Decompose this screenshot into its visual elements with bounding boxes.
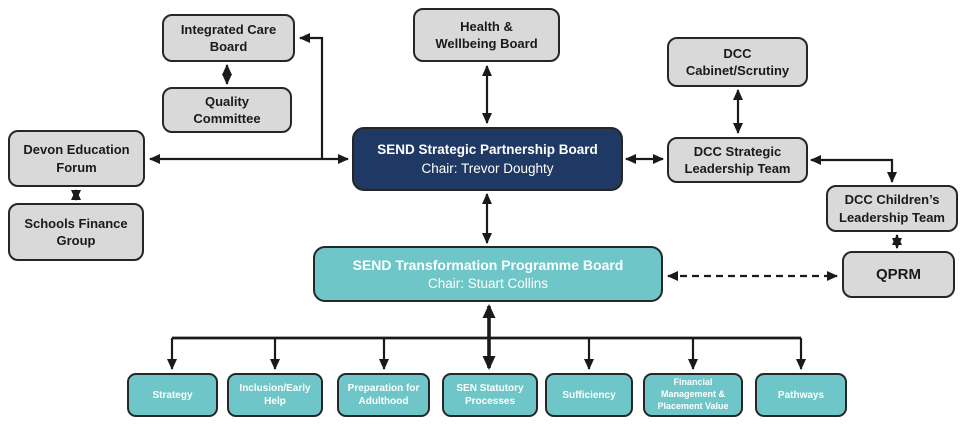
box-dcc-cabinet-scrutiny: DCC Cabinet/Scrutiny [667, 37, 808, 87]
workstream-label: SEN Statutory Processes [456, 383, 524, 407]
workstream-label: Preparation for Adulthood [347, 383, 420, 407]
workstream-label: Inclusion/Early Help [239, 383, 311, 407]
board-chair: Chair: Stuart Collins [427, 276, 549, 292]
workstream-preparation-for-adulthood: Preparation for Adulthood [337, 373, 430, 417]
box-label: Devon Education Forum [23, 142, 130, 175]
workstream-pathways: Pathways [755, 373, 847, 417]
box-integrated-care-board: Integrated Care Board [162, 14, 295, 62]
box-label: DCC Strategic Leadership Team [684, 143, 791, 176]
board-title: SEND Transformation Programme Board [352, 256, 624, 273]
connector-strategicboard-integratedcare [299, 33, 324, 159]
box-devon-education-forum: Devon Education Forum [8, 130, 145, 187]
box-health-wellbeing-board: Health & Wellbeing Board [413, 8, 560, 62]
box-schools-finance-group: Schools Finance Group [8, 203, 144, 261]
box-send-strategic-partnership-board: SEND Strategic Partnership Board Chair: … [352, 127, 623, 191]
workstream-inclusion-early-help: Inclusion/Early Help [227, 373, 323, 417]
box-label: DCC Children’s Leadership Team [839, 192, 945, 225]
box-label: DCC Cabinet/Scrutiny [685, 45, 790, 78]
workstream-strategy: Strategy [127, 373, 218, 417]
workstream-label: Financial Management & Placement Value [657, 377, 729, 411]
workstream-financial-management-placement-value: Financial Management & Placement Value [643, 373, 743, 417]
box-label: Quality Committee [193, 93, 261, 126]
workstream-label: Sufficiency [562, 389, 616, 401]
box-quality-committee: Quality Committee [162, 87, 292, 133]
box-send-transformation-programme-board: SEND Transformation Programme Board Chai… [313, 246, 663, 302]
board-title: SEND Strategic Partnership Board [377, 142, 598, 158]
workstream-label: Pathways [777, 389, 825, 401]
box-label: Schools Finance Group [24, 215, 128, 248]
connector-dccstrategic-dccchildren [810, 155, 897, 183]
box-label: Integrated Care Board [180, 21, 277, 54]
box-dcc-childrens-leadership-team: DCC Children’s Leadership Team [826, 185, 958, 232]
board-chair: Chair: Trevor Doughty [421, 160, 554, 176]
box-label: Health & Wellbeing Board [435, 18, 538, 51]
box-label: QPRM [876, 265, 921, 283]
box-dcc-strategic-leadership-team: DCC Strategic Leadership Team [667, 137, 808, 183]
workstream-sen-statutory-processes: SEN Statutory Processes [442, 373, 538, 417]
workstream-label: Strategy [152, 389, 193, 401]
box-qprm: QPRM [842, 251, 955, 298]
workstream-sufficiency: Sufficiency [545, 373, 633, 417]
